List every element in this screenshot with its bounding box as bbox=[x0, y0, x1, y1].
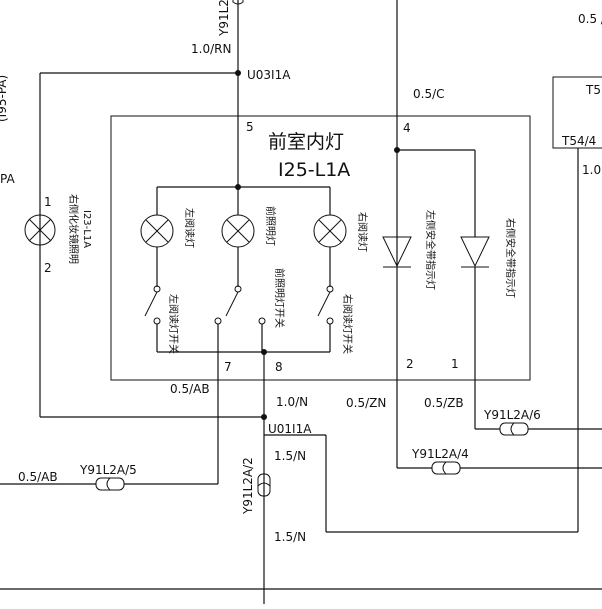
wire-top-label: 1.0/RN bbox=[191, 42, 231, 56]
vanity-lamp-label: 右侧化妆镜照明 bbox=[67, 194, 80, 264]
left-edge-label: (I95-PA) bbox=[0, 75, 9, 122]
t5-label: T5 bbox=[585, 83, 601, 97]
wire-ab-left-label: 0.5/AB bbox=[18, 470, 58, 484]
front-light-symbol bbox=[221, 214, 255, 248]
splice-bottom-dot bbox=[261, 414, 267, 420]
connector-y91l2a-6 bbox=[499, 422, 529, 436]
pin-2: 2 bbox=[406, 357, 414, 371]
pin-8: 8 bbox=[275, 360, 283, 374]
left-belt-indicator-symbol bbox=[382, 236, 412, 268]
wire-15n-1-label: 1.5/N bbox=[274, 449, 306, 463]
conn-5-label: Y91L2A/5 bbox=[79, 463, 137, 477]
connector-y91l2a-5 bbox=[95, 477, 125, 491]
wire-zb-label: 0.5/ZB bbox=[424, 396, 464, 410]
wire-ab-inner-label: 0.5/AB bbox=[170, 382, 210, 396]
left-reading-switch-label: 左阅读灯开关 bbox=[167, 294, 180, 354]
wire-05c-label: 0.5/C bbox=[413, 87, 445, 101]
splice-top-label: U03I1A bbox=[247, 68, 291, 82]
component-box bbox=[110, 115, 531, 381]
right-belt-indicator-symbol bbox=[460, 236, 490, 268]
left-reading-lamp-symbol bbox=[140, 214, 174, 248]
component-name: 前室内灯 bbox=[268, 131, 344, 153]
wire-15n-2-label: 1.5/N bbox=[274, 530, 306, 544]
vanity-lamp-symbol bbox=[24, 214, 56, 246]
left-edge-pa: PA bbox=[0, 172, 15, 186]
vanity-pin-top: 1 bbox=[44, 195, 52, 209]
vanity-pin-bottom: 2 bbox=[44, 261, 52, 275]
splice-bottom-label: U01I1A bbox=[268, 422, 312, 436]
right-reading-lamp-symbol bbox=[313, 214, 347, 248]
pin-1: 1 bbox=[451, 357, 459, 371]
top-right-label: 0.5 / bbox=[578, 12, 602, 26]
t54-label: T54/4 bbox=[561, 134, 596, 148]
wire-zn-label: 0.5/ZN bbox=[346, 396, 386, 410]
left-reading-lamp-label: 左阅读灯 bbox=[183, 208, 196, 248]
front-light-label: 前照明灯 bbox=[264, 206, 277, 246]
front-light-switch-label: 前照明灯开关 bbox=[273, 268, 286, 328]
pin-5: 5 bbox=[246, 120, 254, 134]
top-connector-label: Y91L2 bbox=[217, 0, 231, 37]
wire-10n-label: 1.0/N bbox=[276, 395, 308, 409]
left-reading-switch-symbol bbox=[144, 285, 161, 325]
vanity-lamp-code: I23-L1A bbox=[81, 210, 92, 248]
left-belt-indicator-label: 左侧安全带指示灯 bbox=[424, 210, 437, 290]
conn-4-label: Y91L2A/4 bbox=[411, 447, 469, 461]
pin-7: 7 bbox=[224, 360, 232, 374]
right-reading-lamp-label: 右阅读灯 bbox=[356, 212, 369, 252]
right-belt-indicator-label: 右侧安全带指示灯 bbox=[504, 218, 517, 298]
front-light-switch-symbol bbox=[214, 285, 266, 325]
pin-4: 4 bbox=[403, 121, 411, 135]
component-code: I25-L1A bbox=[278, 159, 350, 181]
connector-y91l2a-2 bbox=[257, 473, 271, 497]
right-reading-switch-label: 右阅读灯开关 bbox=[341, 294, 354, 354]
conn-6-label: Y91L2A/6 bbox=[483, 408, 541, 422]
conn-2-label: Y91L2A/2 bbox=[241, 457, 255, 515]
right-10-label: 1.0 bbox=[582, 163, 601, 177]
right-reading-switch-symbol bbox=[317, 285, 334, 325]
connector-y91l2a-4 bbox=[431, 461, 461, 475]
